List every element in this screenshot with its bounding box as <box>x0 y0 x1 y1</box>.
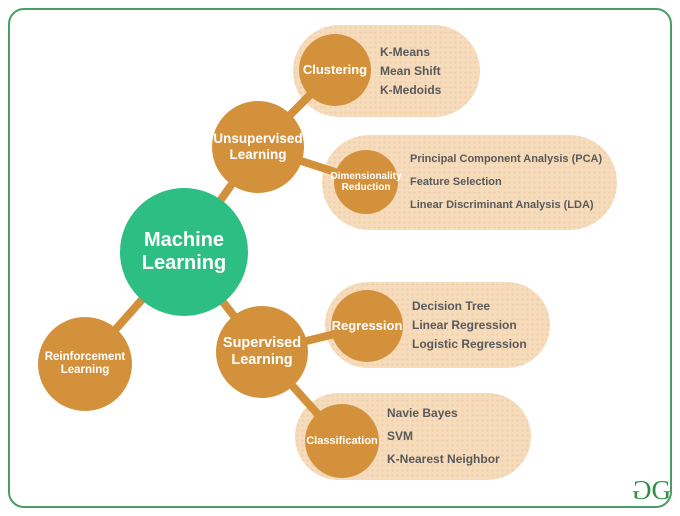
list-item: Decision Tree <box>412 298 491 313</box>
list-item: Feature Selection <box>410 176 502 188</box>
node-label: Machine Learning <box>141 229 227 274</box>
node-reinforcement-learning: Reinforcement Learning <box>38 317 132 411</box>
node-label: Dimensionality Reduction <box>330 170 402 194</box>
node-label: Classification <box>306 434 378 447</box>
list-item: Linear Regression <box>412 317 517 332</box>
list-item: Mean Shift <box>380 63 441 78</box>
list-item: Logistic Regression <box>412 336 527 351</box>
classification-item-list: Navie Bayes SVM K-Nearest Neighbor <box>387 393 500 480</box>
logo-letter-g: G <box>651 475 671 505</box>
node-unsupervised-learning: Unsupervised Learning <box>212 101 304 193</box>
node-label: Supervised Learning <box>222 335 302 368</box>
list-item: Principal Component Analysis (PCA) <box>410 153 603 165</box>
dimensionality-item-list: Principal Component Analysis (PCA) Featu… <box>410 135 602 230</box>
node-label: Clustering <box>302 61 368 77</box>
node-machine-learning: Machine Learning <box>120 188 248 316</box>
list-item: K-Nearest Neighbor <box>387 452 500 466</box>
node-clustering: Clustering <box>299 34 371 106</box>
list-item: SVM <box>387 429 414 443</box>
frame-border <box>8 8 672 508</box>
node-dimensionality-reduction: Dimensionality Reduction <box>330 150 402 214</box>
node-label: Regression <box>331 317 403 333</box>
node-label: Unsupervised Learning <box>213 131 303 162</box>
node-regression: Regression <box>331 290 403 362</box>
list-item: K-Medoids <box>380 82 442 97</box>
node-label: Reinforcement Learning <box>44 350 126 376</box>
list-item: Navie Bayes <box>387 406 458 420</box>
node-classification: Classification <box>305 404 379 478</box>
list-item: Linear Discriminant Analysis (LDA) <box>410 199 594 211</box>
node-supervised-learning: Supervised Learning <box>216 306 308 398</box>
list-item: K-Means <box>380 44 431 59</box>
regression-item-list: Decision Tree Linear Regression Logistic… <box>412 282 527 368</box>
logo-letter-reversed-g: G <box>633 475 652 505</box>
geeksforgeeks-logo: GG <box>633 475 671 505</box>
clustering-item-list: K-Means Mean Shift K-Medoids <box>380 25 441 117</box>
